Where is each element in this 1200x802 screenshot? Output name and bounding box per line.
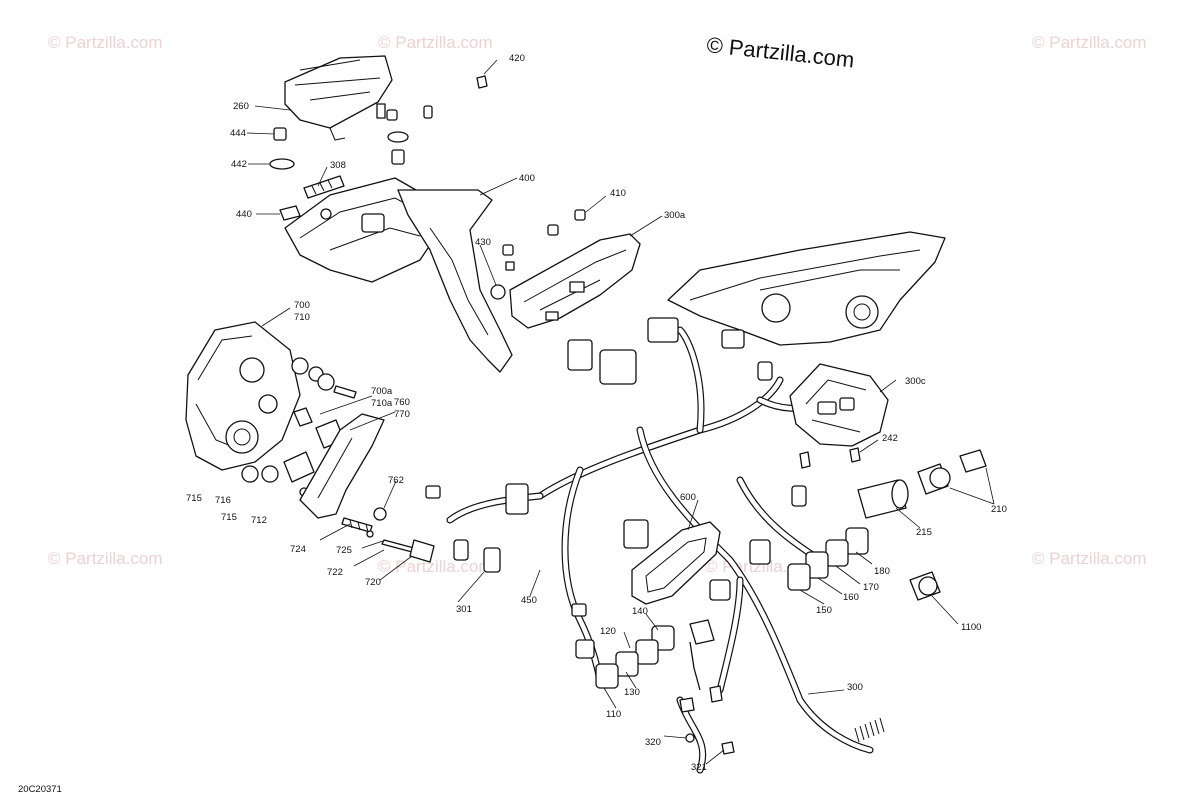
label-301: 301 (456, 604, 472, 615)
label-215: 215 (916, 527, 932, 538)
label-150: 150 (816, 605, 832, 616)
label-420: 420 (509, 53, 525, 64)
label-210: 210 (991, 504, 1007, 515)
label-321: 321 (691, 762, 707, 773)
label-762: 762 (388, 475, 404, 486)
fasteners-top-left (269, 75, 488, 221)
watermark-bottom-left: © Partzilla.com (48, 549, 163, 568)
label-1100: 1100 (961, 622, 981, 633)
label-430: 430 (475, 237, 491, 248)
label-120: 120 (600, 626, 616, 637)
label-700a: 700a (371, 386, 393, 397)
part-module-300c (789, 363, 889, 469)
part-mount-hardware (241, 357, 357, 497)
label-442: 442 (231, 159, 247, 170)
part-headlight-700 (185, 321, 301, 471)
label-180: 180 (874, 566, 890, 577)
watermark-bottom-center-left: © Partzilla.com (378, 557, 493, 576)
part-bracket-300a (502, 209, 641, 329)
label-760: 760 (394, 397, 410, 408)
part-bracket-760 (299, 413, 435, 563)
part-long-bracket-400 (397, 189, 513, 373)
label-130: 130 (624, 687, 640, 698)
part-headlight-housing (667, 231, 946, 346)
label-160: 160 (843, 592, 859, 603)
part-switches-bottom (595, 619, 735, 755)
label-300c: 300c (905, 376, 926, 387)
leader-lines (246, 59, 995, 765)
label-140: 140 (632, 606, 648, 617)
label-110: 110 (606, 709, 621, 720)
label-260: 260 (233, 101, 249, 112)
label-440: 440 (236, 209, 252, 220)
label-710: 710 (294, 312, 310, 323)
label-724: 724 (290, 544, 306, 555)
label-725: 725 (336, 545, 352, 556)
watermark-bottom-right: © Partzilla.com (1032, 549, 1147, 568)
label-720: 720 (365, 577, 381, 588)
label-715-top: 715 (186, 493, 202, 504)
label-300a: 300a (664, 210, 686, 221)
watermark-top-right: © Partzilla.com (1032, 33, 1147, 52)
diagram-code: 20C20371 (18, 784, 62, 795)
part-cover-260 (284, 55, 393, 141)
label-170: 170 (863, 582, 879, 593)
label-400: 400 (519, 173, 535, 184)
label-716: 716 (215, 495, 231, 506)
label-600: 600 (680, 492, 696, 503)
label-712: 712 (251, 515, 267, 526)
harness-connectors (425, 317, 807, 659)
label-320: 320 (645, 737, 661, 748)
label-722: 722 (327, 567, 343, 578)
label-242: 242 (882, 433, 898, 444)
label-715-bottom: 715 (221, 512, 237, 523)
label-410: 410 (610, 188, 626, 199)
label-308: 308 (330, 160, 346, 171)
watermark-top-left: © Partzilla.com (48, 33, 163, 52)
watermark-top-center: © Partzilla.com (378, 33, 493, 52)
label-444: 444 (230, 128, 246, 139)
label-770: 770 (394, 409, 410, 420)
part-labels: 420 260 444 442 308 440 400 410 430 300a… (186, 53, 1007, 773)
label-450: 450 (521, 595, 537, 606)
part-bracket-plate (284, 177, 441, 283)
label-300: 300 (847, 682, 863, 693)
part-display-600 (631, 521, 721, 605)
part-switches-right (787, 449, 987, 601)
label-700: 700 (294, 300, 310, 311)
watermarks: © Partzilla.com © Partzilla.com © Partzi… (48, 33, 1147, 576)
label-710a: 710a (371, 398, 393, 409)
copyright-text: © Partzilla.com (705, 32, 855, 72)
